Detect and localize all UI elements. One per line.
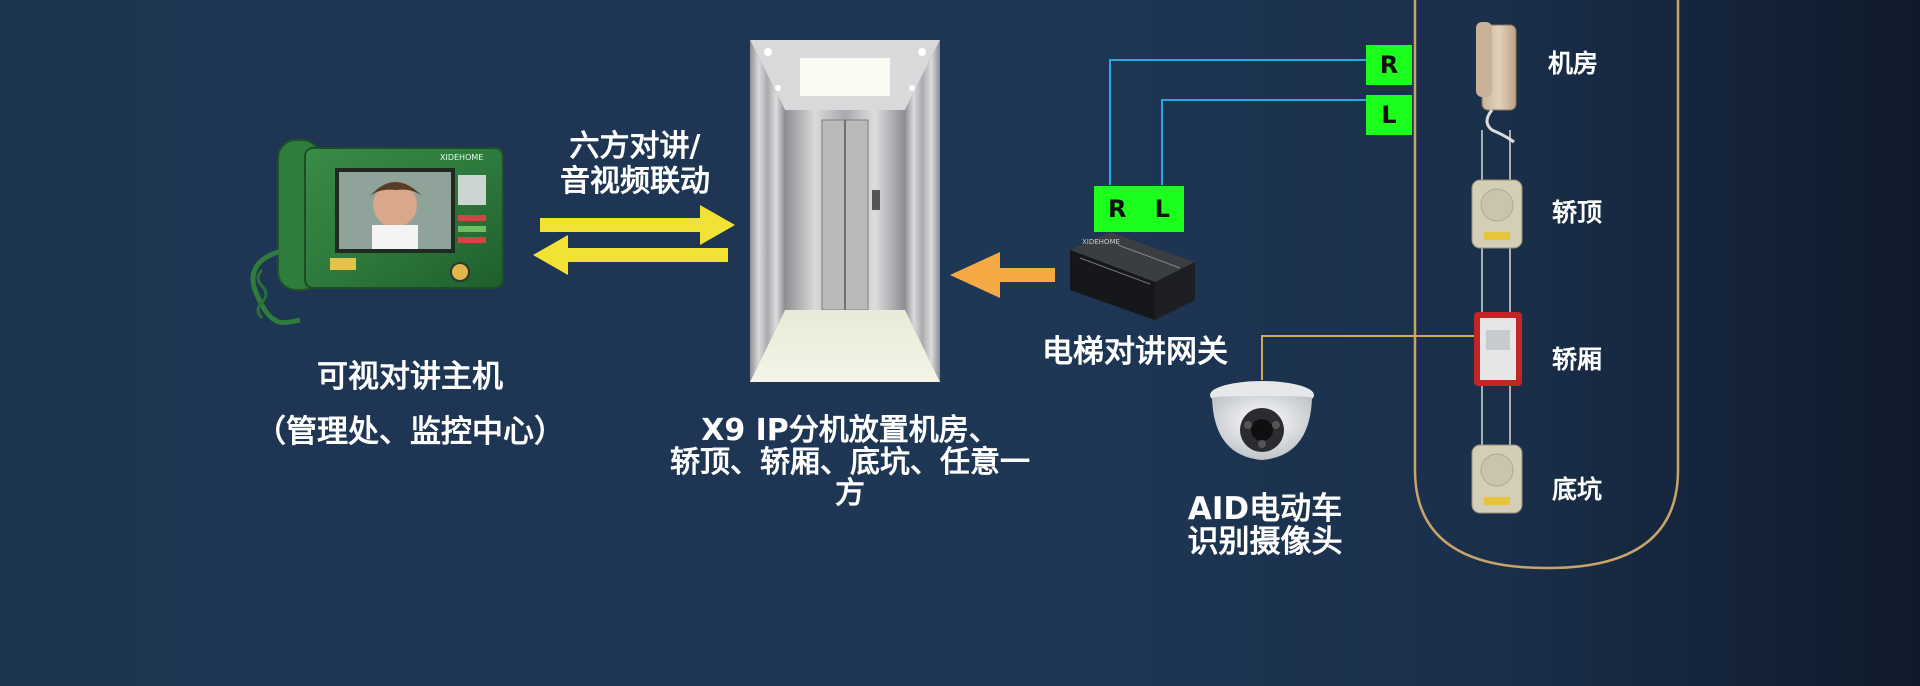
rail-label-pit: 底坑 — [1552, 475, 1603, 504]
connector-rl-bottom: R L — [1094, 186, 1184, 232]
machine-room-phone — [1476, 22, 1517, 144]
intercom-name-label: 可视对讲主机 — [317, 359, 503, 395]
video-intercom-device — [250, 139, 504, 325]
connector-r-bottom: R — [1108, 195, 1127, 223]
orange-arrow — [950, 252, 1055, 298]
gateway-label: 电梯对讲网关 — [1042, 334, 1228, 370]
blue-wire-r — [1109, 59, 1368, 185]
elevator-caption-line3: 方 — [835, 476, 865, 511]
arrows-label-line2: 音视频联动 — [560, 163, 710, 199]
camera-label: AID电动车 识别摄像头 — [1160, 491, 1370, 561]
elevator-caption-line2: 轿顶、轿厢、底坑、任意一 — [670, 444, 1030, 480]
gateway-device — [1070, 232, 1195, 320]
elevator-caption-line1: X9 IP分机放置机房、 — [701, 413, 999, 448]
gateway-brand-mark: XIDEHOME — [1082, 238, 1120, 246]
rail-label-machine-room: 机房 — [1548, 49, 1599, 78]
camera-label-line2: 识别摄像头 — [1187, 524, 1343, 561]
car-top-speaker — [1471, 179, 1523, 249]
yellow-bidirectional-arrows — [533, 205, 735, 275]
rail-label-car: 轿厢 — [1552, 345, 1603, 374]
connector-r-top: R — [1366, 45, 1412, 85]
elevator-caption: X9 IP分机放置机房、 轿顶、轿厢、底坑、任意一 方 — [620, 415, 1080, 510]
elevator-car — [750, 40, 940, 382]
gold-wire-camera — [1261, 335, 1478, 380]
shaft-rail — [1413, 0, 1680, 570]
arrows-label: 六方对讲/ 音视频联动 — [525, 129, 745, 199]
intercom-brand-mark: XIDEHOME — [440, 153, 483, 162]
rail-label-car-top: 轿顶 — [1552, 198, 1603, 227]
blue-wire-l — [1161, 99, 1368, 185]
connector-l-top: L — [1366, 95, 1412, 135]
intercom-location-label: （管理处、监控中心） — [255, 414, 565, 450]
dome-camera — [1210, 381, 1314, 460]
arrows-label-line1: 六方对讲/ — [569, 129, 701, 164]
car-panel — [1474, 312, 1522, 386]
connector-l-bottom: L — [1154, 195, 1170, 223]
pit-speaker — [1471, 444, 1523, 514]
camera-label-line1: AID电动车 — [1187, 491, 1343, 527]
